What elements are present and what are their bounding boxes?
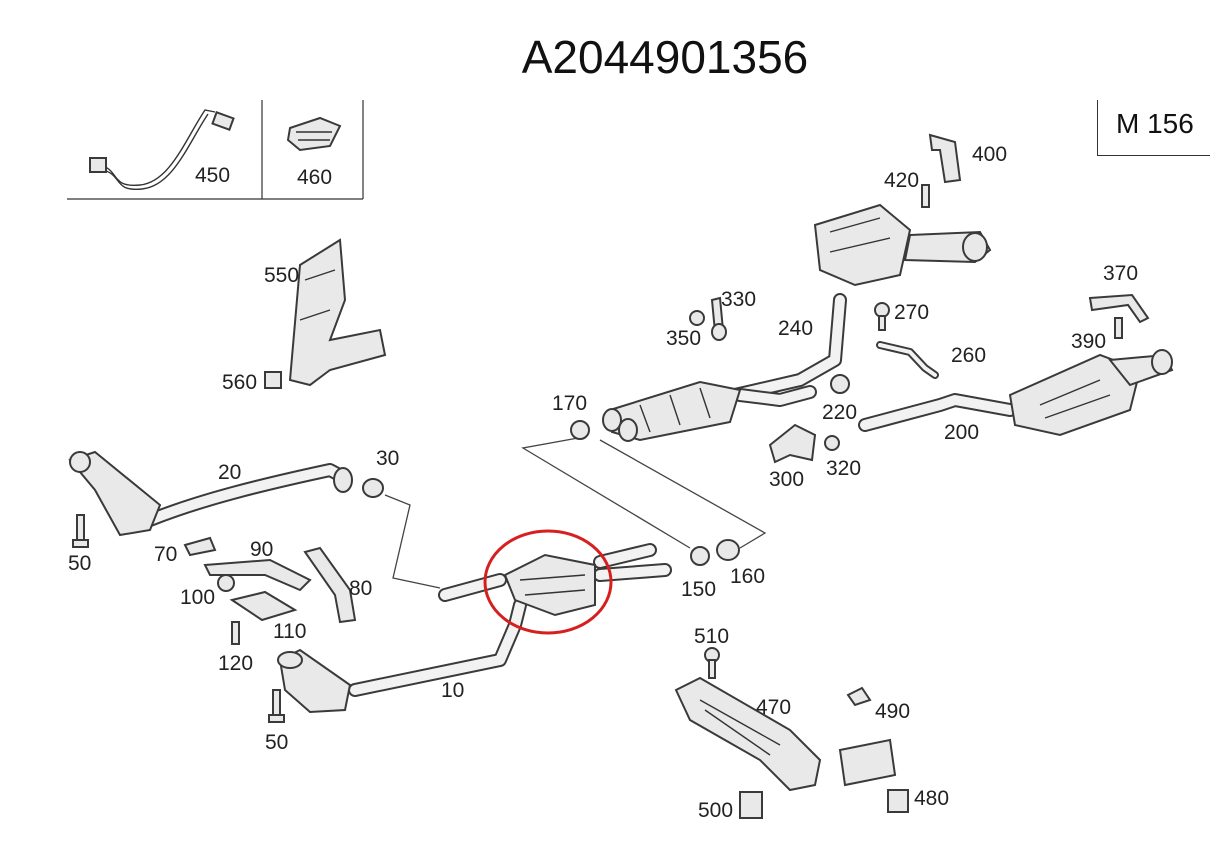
callout-170[interactable]: 170 [552, 392, 588, 415]
callout-20[interactable]: 20 [218, 461, 242, 484]
catalytic-converter-20[interactable] [68, 450, 353, 537]
callout-370[interactable]: 370 [1103, 262, 1139, 285]
callout-160[interactable]: 160 [730, 565, 766, 588]
cover-480[interactable] [838, 738, 909, 813]
callout-50-lower[interactable]: 50 [265, 731, 289, 754]
clip-500[interactable] [739, 791, 763, 819]
clip-490[interactable] [846, 686, 872, 707]
engine-code-label: M 156 [1116, 108, 1194, 139]
clip-460[interactable] [286, 116, 342, 152]
hanger-330[interactable] [710, 296, 727, 341]
clamp-220[interactable] [830, 374, 850, 394]
bolt-270[interactable] [874, 302, 890, 331]
clamp-170[interactable] [570, 420, 590, 440]
clamp-30[interactable] [362, 478, 384, 498]
nut-320[interactable] [824, 435, 840, 451]
bolt-390[interactable] [1114, 317, 1123, 339]
hanger-370[interactable] [1088, 293, 1150, 324]
rear-pipe-200[interactable] [858, 349, 1174, 437]
bracket-550[interactable] [288, 238, 387, 387]
callout-480[interactable]: 480 [914, 787, 950, 810]
inset-box [67, 100, 364, 200]
hanger-400[interactable] [928, 133, 962, 184]
callout-420[interactable]: 420 [884, 169, 920, 192]
callout-30[interactable]: 30 [376, 447, 400, 470]
callout-400[interactable]: 400 [972, 143, 1008, 166]
rear-muffler-left[interactable] [813, 203, 992, 287]
callout-150[interactable]: 150 [681, 578, 717, 601]
callout-100[interactable]: 100 [180, 586, 216, 609]
callout-450[interactable]: 450 [195, 164, 231, 187]
part-number-title: A2044901356 [521, 31, 809, 83]
bracket-300[interactable] [768, 423, 817, 464]
bracket-260[interactable] [876, 341, 939, 379]
engine-box-underline [1097, 155, 1210, 156]
leader-lines [384, 437, 767, 589]
callout-220[interactable]: 220 [822, 401, 858, 424]
callout-70[interactable]: 70 [154, 543, 178, 566]
callout-320[interactable]: 320 [826, 457, 862, 480]
bolt-50-lower[interactable] [268, 689, 285, 723]
heat-shield-bracket-470[interactable] [674, 676, 822, 792]
callout-500[interactable]: 500 [698, 799, 734, 822]
callout-90[interactable]: 90 [250, 538, 274, 561]
bracket-80[interactable] [303, 546, 357, 624]
bolt-50-upper[interactable] [72, 514, 89, 548]
callout-10[interactable]: 10 [441, 679, 465, 702]
callout-560[interactable]: 560 [222, 371, 258, 394]
callout-490[interactable]: 490 [875, 700, 911, 723]
bolt-420[interactable] [921, 184, 930, 208]
callout-550[interactable]: 550 [264, 264, 300, 287]
callout-50-upper[interactable]: 50 [68, 552, 92, 575]
bolt-510[interactable] [704, 647, 720, 679]
nut-560[interactable] [264, 371, 282, 389]
oxygen-sensor-450[interactable] [89, 109, 235, 191]
bolt-120[interactable] [231, 621, 240, 645]
callout-80[interactable]: 80 [349, 577, 373, 600]
callout-200[interactable]: 200 [944, 421, 980, 444]
clamp-160[interactable] [716, 539, 740, 561]
callout-260[interactable]: 260 [951, 344, 987, 367]
bracket-70[interactable] [183, 536, 217, 557]
clamp-150[interactable] [690, 546, 710, 566]
intermediate-pipe-240[interactable] [602, 293, 847, 442]
callout-110[interactable]: 110 [273, 620, 307, 643]
callout-470[interactable]: 470 [756, 696, 792, 719]
bracket-90[interactable] [203, 558, 312, 592]
nut-100[interactable] [217, 574, 235, 592]
callout-330[interactable]: 330 [721, 288, 757, 311]
mount-110[interactable] [229, 590, 298, 622]
callout-270[interactable]: 270 [894, 301, 930, 324]
callout-120[interactable]: 120 [218, 652, 254, 675]
front-pipe-10[interactable] [277, 598, 527, 714]
callout-350[interactable]: 350 [666, 327, 702, 350]
engine-box-divider [1097, 100, 1098, 156]
callout-300[interactable]: 300 [769, 468, 805, 491]
callout-240[interactable]: 240 [778, 317, 814, 340]
callout-510[interactable]: 510 [694, 625, 730, 648]
callout-390[interactable]: 390 [1071, 330, 1107, 353]
callout-460[interactable]: 460 [297, 166, 333, 189]
center-catalyst-highlighted[interactable] [438, 529, 672, 635]
nut-350[interactable] [689, 310, 705, 326]
